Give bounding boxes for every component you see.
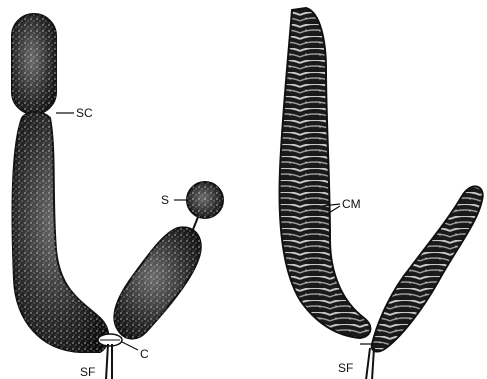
spindle-fibre-right: [366, 348, 370, 379]
label-satellite: S: [161, 193, 169, 207]
right-chromosome: CM SF: [280, 8, 483, 379]
spindle-fibre-left: [106, 344, 108, 379]
left-chromosome: SC S C SF: [12, 14, 223, 379]
label-centromere: C: [140, 347, 149, 361]
label-secondary-constriction: SC: [76, 106, 93, 120]
label-spindle-fibre-left: SF: [80, 365, 95, 379]
label-chromonemata: CM: [342, 197, 361, 211]
c-leader: [122, 342, 138, 350]
label-spindle-fibre-right: SF: [338, 361, 353, 375]
chromonema-short-arm: [372, 186, 483, 351]
chromonema-long-arm: [280, 8, 371, 338]
